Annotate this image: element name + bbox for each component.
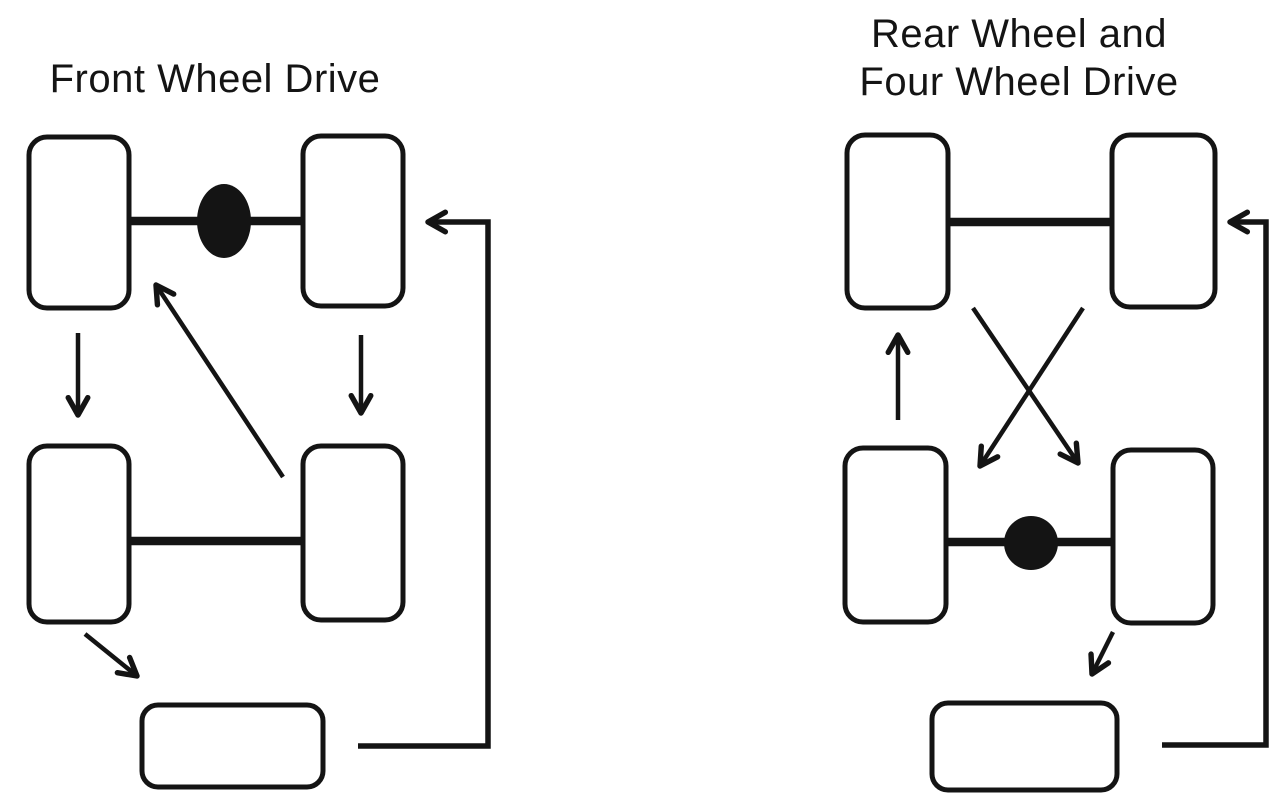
rwd-front-left-wheel-icon [844, 132, 951, 311]
rwd-front-right-wheel-icon [1109, 132, 1218, 310]
front-wheel-drive-title: Front Wheel Drive [50, 57, 381, 101]
fwd-arrow-rear-right-to-front-left [153, 282, 285, 479]
fwd-rear-right-wheel-icon [300, 443, 406, 623]
rear-four-wheel-drive-title-line2: Four Wheel Drive [859, 60, 1178, 104]
rwd-arrow-front-left-to-rear-right [971, 306, 1081, 466]
rear-four-wheel-drive-title-line1: Rear Wheel and [871, 12, 1167, 56]
fwd-front-right-wheel-icon [300, 133, 406, 309]
rwd-rear-left-wheel-icon [842, 445, 949, 625]
rwd-rear-right-wheel-icon [1110, 447, 1216, 626]
rwd-arrow-rear-right-to-spare [1088, 630, 1116, 677]
fwd-spare-tire-icon [139, 702, 326, 790]
fwd-front-left-wheel-icon [26, 134, 132, 311]
fwd-differential-icon [197, 184, 251, 258]
rwd-arrow-front-right-to-rear-left [977, 306, 1085, 469]
fwd-rear-left-wheel-icon [26, 443, 132, 625]
front-wheel-drive-diagram: Front Wheel Drive [26, 57, 491, 790]
fwd-arrow-rear-left-to-spare [83, 632, 140, 679]
rwd-connector-spare-to-front-right [1162, 209, 1269, 748]
rwd-differential-icon [1004, 516, 1058, 570]
rwd-spare-tire-icon [929, 700, 1120, 793]
fwd-connector-spare-to-front-right [358, 209, 491, 749]
rear-four-wheel-drive-diagram: Rear Wheel and Four Wheel Drive [842, 12, 1269, 793]
